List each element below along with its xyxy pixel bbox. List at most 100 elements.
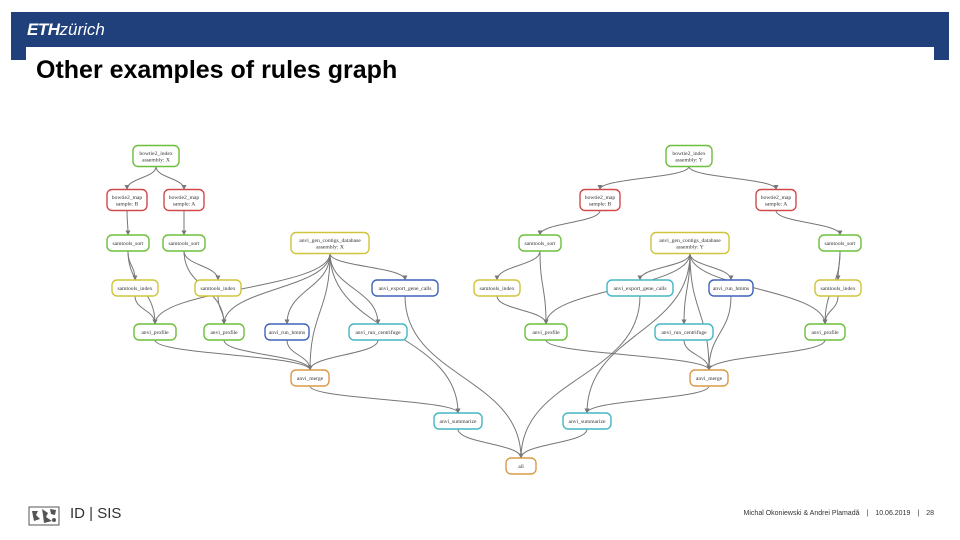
node-box xyxy=(371,279,439,297)
node-box xyxy=(194,279,242,297)
title-panel xyxy=(26,47,934,87)
node-label: sample: B xyxy=(589,201,612,207)
graph-edge xyxy=(152,253,331,325)
graph-node: samtools_sort xyxy=(162,234,206,252)
node-label: anvi_export_gene_calls xyxy=(378,286,431,292)
node-box xyxy=(162,234,206,252)
node-label: anvi_profile xyxy=(532,329,560,336)
graph-node: samtools_sort xyxy=(106,234,150,252)
graph-edge xyxy=(124,166,157,190)
node-label: anvi_merge xyxy=(297,376,324,382)
node-label: anvi_run_centrifuge xyxy=(355,329,401,336)
footer-unit: ID | SIS xyxy=(70,505,122,522)
graph-edge xyxy=(597,166,690,190)
graph-edge xyxy=(404,295,524,459)
footer-info: Michal Okoniewski & Andrei Plamadă|10.06… xyxy=(743,510,934,517)
graph-node: samtools_index xyxy=(194,279,242,297)
graph-node: anvi_run_centrifuge xyxy=(348,323,408,341)
node-label: assembly: Y xyxy=(676,244,704,250)
node-box xyxy=(650,231,730,255)
page-title: Other examples of rules graph xyxy=(36,56,398,84)
node-label: anvi_export_gene_calls xyxy=(613,286,666,292)
node-label: bowtie2_map xyxy=(169,195,200,201)
graph-edge xyxy=(545,339,712,371)
graph-edge xyxy=(689,253,734,281)
node-box xyxy=(203,323,245,341)
node-label: samtools_index xyxy=(479,286,514,292)
node-label: bowtie2_map xyxy=(585,195,616,201)
graph-node: samtools_sort xyxy=(518,234,562,252)
node-box xyxy=(106,188,148,212)
graph-edge xyxy=(637,253,691,281)
node-box xyxy=(665,144,713,168)
node-label: anvi_gen_contigs_database xyxy=(659,238,721,244)
graph-edge xyxy=(217,295,227,325)
eth-seal-icon xyxy=(28,506,60,526)
node-label: sample: B xyxy=(116,201,139,207)
graph-edge xyxy=(539,250,549,325)
node-label: anvi_merge xyxy=(696,376,723,382)
node-label: samtools_sort xyxy=(524,241,556,247)
graph-node: samtools_index xyxy=(111,279,159,297)
footer-date: 10.06.2019 xyxy=(875,510,911,517)
graph-edge xyxy=(223,339,313,371)
node-label: bowtie2_index xyxy=(139,151,172,157)
graph-edge xyxy=(518,428,588,459)
node-box xyxy=(708,279,754,297)
graph-edge xyxy=(329,253,381,325)
node-box xyxy=(505,457,537,475)
graph-node: anvi_run_hmms xyxy=(264,323,310,341)
graph-edge xyxy=(537,210,601,236)
node-label: sample: A xyxy=(765,201,788,207)
graph-edge xyxy=(307,339,379,371)
graph-edge xyxy=(155,166,187,190)
graph-edge xyxy=(134,295,158,325)
node-label: anvi_profile xyxy=(141,329,169,336)
node-box xyxy=(473,279,521,297)
node-box xyxy=(132,144,180,168)
node-box xyxy=(290,231,370,255)
node-box xyxy=(163,188,205,212)
node-box xyxy=(348,323,408,341)
node-box xyxy=(518,234,562,252)
graph-edge xyxy=(154,339,313,371)
graph-edge xyxy=(689,253,828,325)
graph-edge xyxy=(183,250,221,281)
node-label: anvi_run_hmms xyxy=(713,286,749,292)
graph-edge xyxy=(496,295,549,325)
node-label: samtools_sort xyxy=(112,241,144,247)
node-label: assembly: X xyxy=(316,244,344,250)
node-label: sample: A xyxy=(173,201,196,207)
node-label: samtools_index xyxy=(200,286,235,292)
node-label: anvi_gen_contigs_database xyxy=(299,238,361,244)
graph-edge xyxy=(284,253,331,325)
graph-edge xyxy=(457,428,524,459)
graph-node: anvi_profile xyxy=(203,323,245,341)
node-box xyxy=(818,234,862,252)
node-box xyxy=(654,323,714,341)
graph-edge xyxy=(518,295,641,459)
graph-node: anvi_export_gene_calls xyxy=(606,279,674,297)
node-box xyxy=(290,369,330,387)
eth-logo: ETHzürich xyxy=(27,20,105,39)
footer-page-number: 28 xyxy=(926,510,934,517)
node-label: anvi_run_centrifuge xyxy=(661,329,707,336)
node-label: bowtie2_map xyxy=(761,195,792,201)
node-box xyxy=(804,323,846,341)
node-label: anvi_profile xyxy=(811,329,839,336)
node-label: bowtie2_index xyxy=(672,151,705,157)
graph-node: anvi_merge xyxy=(689,369,729,387)
graph-edge xyxy=(822,295,839,325)
graph-edge xyxy=(221,253,331,325)
graph-node: anvi_merge xyxy=(290,369,330,387)
node-box xyxy=(133,323,177,341)
graph-edge xyxy=(706,295,732,371)
graph-node: samtools_sort xyxy=(818,234,862,252)
node-label: all xyxy=(518,464,524,470)
node-box xyxy=(579,188,621,212)
graph-node: anvi_profile xyxy=(133,323,177,341)
node-label: anvi_profile xyxy=(210,329,238,336)
node-box xyxy=(264,323,310,341)
